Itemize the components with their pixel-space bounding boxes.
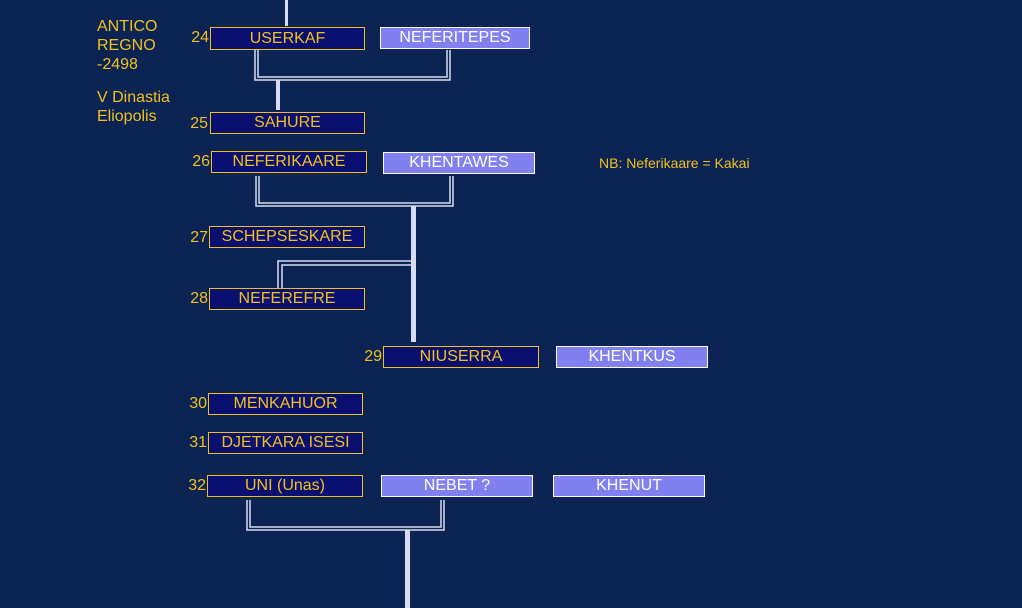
king-box-sahure: SAHURE xyxy=(210,112,365,134)
consort-box-khentkus: KHENTKUS xyxy=(556,346,708,368)
king-box-niuserra: NIUSERRA xyxy=(383,346,539,368)
king-box-schepseskare: SCHEPSESKARE xyxy=(209,226,365,248)
era-line-2: REGNO xyxy=(97,37,156,54)
consort-box-khenut: KHENUT xyxy=(553,475,705,497)
king-box-userkaf: USERKAF xyxy=(210,27,365,50)
row-number: 25 xyxy=(190,115,208,132)
era-year: -2498 xyxy=(97,56,138,73)
consort-box-nebet: NEBET ? xyxy=(381,475,533,497)
row-number: 26 xyxy=(192,153,210,170)
row-number: 31 xyxy=(189,434,207,451)
dynasty-line-1: V Dinastia xyxy=(97,89,170,106)
row-number: 24 xyxy=(191,29,209,46)
era-label: ANTICO REGNO -2498 xyxy=(97,17,157,74)
king-box-neferefre: NEFEREFRE xyxy=(209,288,365,310)
era-line-1: ANTICO xyxy=(97,18,158,35)
consort-box-neferitepes: NEFERITEPES xyxy=(380,27,530,49)
dynasty-line-2: Eliopolis xyxy=(97,108,157,125)
row-number: 28 xyxy=(190,290,208,307)
king-box-neferikaare: NEFERIKAARE xyxy=(211,151,367,173)
dynasty-label: V Dinastia Eliopolis xyxy=(97,88,170,126)
king-box-djetkara-isesi: DJETKARA ISESI xyxy=(208,432,363,454)
row-number: 29 xyxy=(364,348,382,365)
row-number: 32 xyxy=(188,477,206,494)
row-number: 27 xyxy=(190,229,208,246)
king-box-uni-unas: UNI (Unas) xyxy=(207,475,363,497)
row-number: 30 xyxy=(189,395,207,412)
king-box-menkahuor: MENKAHUOR xyxy=(208,393,363,415)
consort-box-khentawes: KHENTAWES xyxy=(383,152,535,174)
note-text: NB: Neferikaare = Kakai xyxy=(599,155,750,171)
